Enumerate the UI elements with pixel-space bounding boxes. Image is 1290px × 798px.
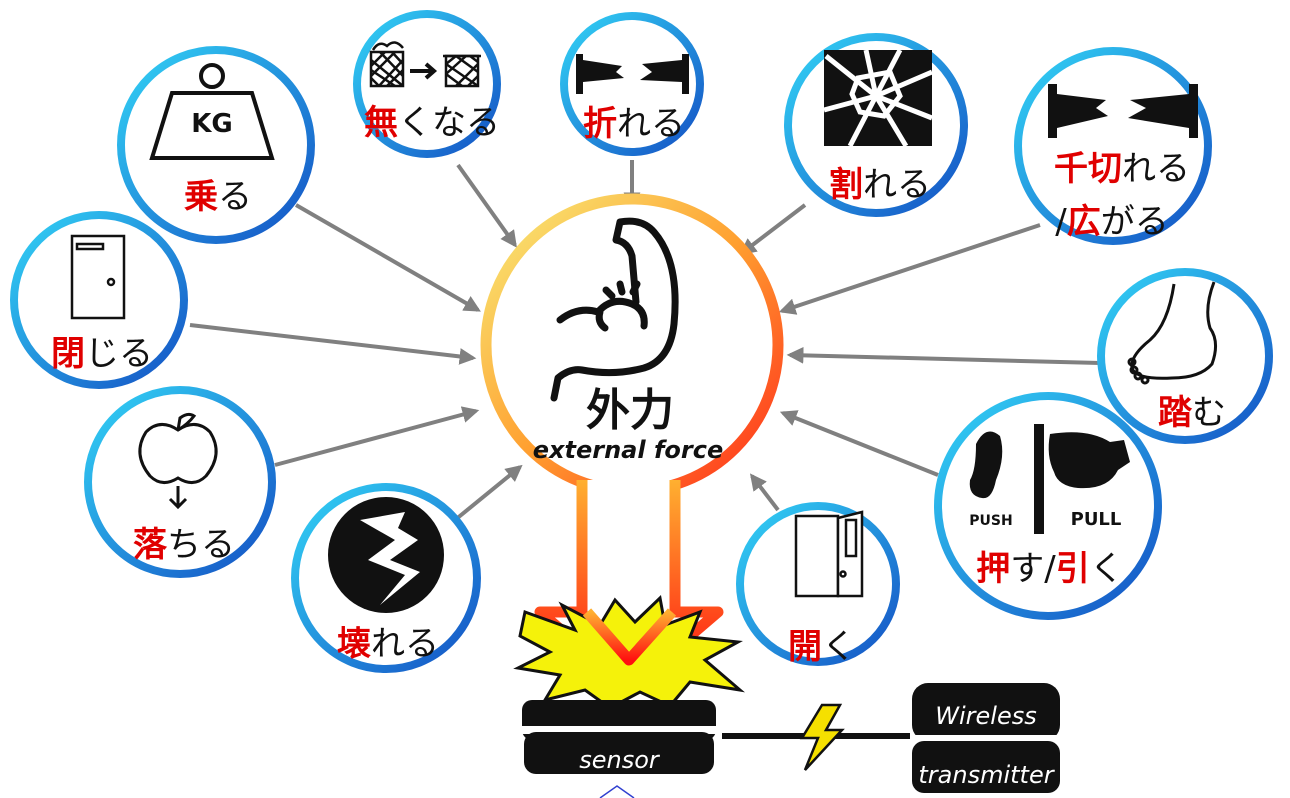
closed-door-icon <box>70 234 126 320</box>
node-tear-label: 千切れる <box>1054 149 1190 189</box>
node-close-label: 閉じる <box>51 334 153 374</box>
node-tear-spread: 千切れる /広がる <box>1014 47 1212 245</box>
arrow-step <box>786 346 1101 365</box>
arrow-tear-spread <box>778 223 1041 315</box>
broken-bar-icon <box>576 54 689 94</box>
pull-text: PULL <box>1071 509 1122 530</box>
center-title: 外力 <box>586 385 674 436</box>
transmitter-line2: transmitter <box>918 761 1055 789</box>
node-open-label: 開く <box>788 627 856 667</box>
node-close: 閉じる <box>10 211 188 389</box>
node-spread-label: /広がる <box>1055 202 1168 242</box>
foot-icon <box>1127 281 1217 385</box>
node-fold-label: 折れる <box>583 104 685 144</box>
push-text: PUSH <box>969 513 1012 529</box>
node-push-pull: PUSH PULL 押す/引く <box>934 392 1162 620</box>
lightning-icon <box>799 703 845 771</box>
center-subtitle: external force <box>533 436 723 464</box>
arrow-open <box>749 473 780 512</box>
connector-arrows <box>189 160 1101 522</box>
trash-basket-icon <box>369 41 481 88</box>
weight-kg-icon <box>149 63 275 160</box>
right-arrow-icon <box>410 62 438 80</box>
node-destroy-label: 壊れる <box>337 624 439 664</box>
arrow-fall <box>274 406 480 467</box>
node-break-glass: 割れる <box>784 33 968 217</box>
flexed-arm-icon <box>550 217 679 402</box>
center-node: 外力 external force <box>480 193 784 497</box>
node-fall-label: 落ちる <box>133 525 235 565</box>
node-ride: KG 乗る <box>117 46 315 244</box>
impact-burst <box>513 594 746 710</box>
arrow-close <box>189 323 477 365</box>
arrow-disappear <box>456 163 517 248</box>
chevron-up-icon <box>599 785 635 798</box>
push-pull-hands-icon <box>969 424 1130 534</box>
wireless-transmitter: Wireless transmitter <box>910 683 1062 793</box>
node-step-label: 踏む <box>1158 393 1226 433</box>
cracked-ball-icon <box>328 497 444 613</box>
weight-kg-label: KG <box>191 109 233 139</box>
node-fold: 折れる <box>560 12 704 156</box>
arrow-destroy <box>453 464 523 522</box>
node-ride-label: 乗る <box>184 177 252 217</box>
falling-apple-icon <box>138 412 218 510</box>
node-break-glass-label: 割れる <box>829 165 931 205</box>
node-fall: 落ちる <box>84 386 276 578</box>
open-door-icon <box>794 510 864 598</box>
shattered-glass-icon <box>823 48 933 148</box>
node-disappear-label: 無くなる <box>364 103 500 143</box>
wireless-link <box>722 703 910 771</box>
split-beam-icon <box>1048 84 1198 138</box>
arrow-push-pull <box>779 410 939 477</box>
arrow-break-glass <box>739 203 807 256</box>
transmitter-line1: Wireless <box>935 702 1036 730</box>
node-push-pull-label: 押す/引く <box>976 549 1123 589</box>
node-open: 開く <box>736 502 900 667</box>
node-step: 踏む <box>1097 268 1273 444</box>
arrow-ride <box>295 203 481 312</box>
sensor-device: sensor <box>520 700 718 774</box>
node-disappear: 無くなる <box>353 10 501 158</box>
node-destroy: 壊れる <box>291 483 481 673</box>
sensor-label: sensor <box>579 746 661 774</box>
